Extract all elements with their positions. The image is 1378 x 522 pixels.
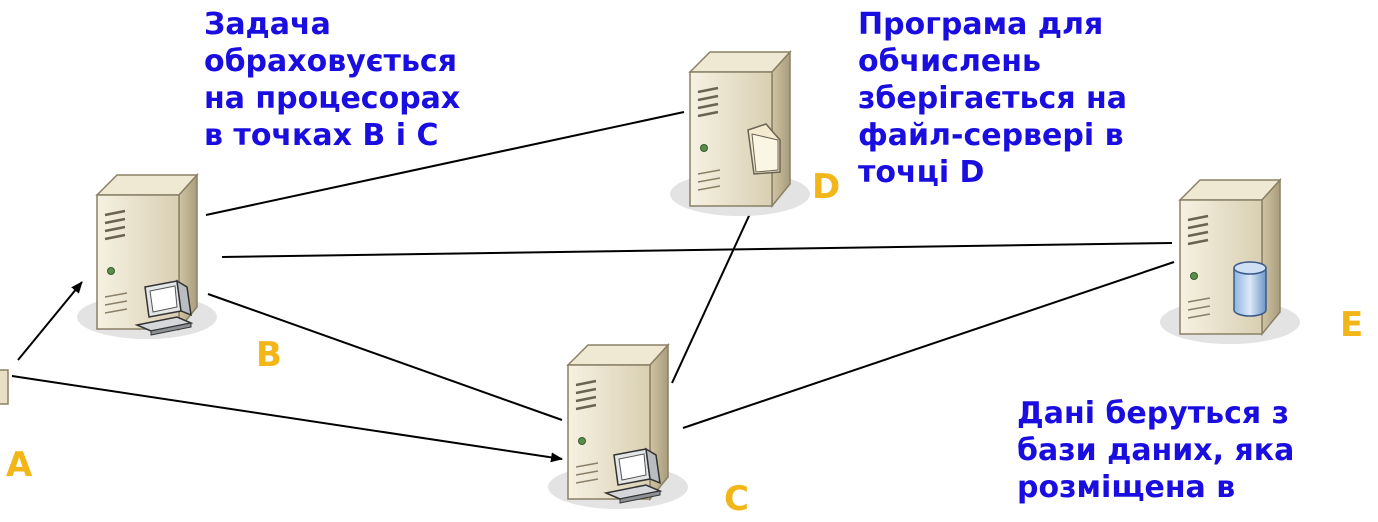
node-label-e: E: [1340, 305, 1364, 345]
node-label-d: D: [812, 167, 841, 207]
server-c: [546, 343, 690, 511]
link-b-d: [205, 111, 685, 216]
file-server-d: [668, 50, 812, 218]
workstation-a: [0, 369, 9, 405]
database-server-e: [1158, 178, 1302, 346]
caption-program: Програма для обчислень зберігається на ф…: [858, 7, 1128, 190]
caption-data: Дані беруться з бази даних, яка розміщен…: [1017, 396, 1295, 505]
link-c-e: [682, 261, 1175, 429]
link-b-c: [207, 293, 563, 421]
database-icon: [1233, 261, 1267, 317]
node-label-a: A: [6, 445, 33, 485]
link-a-b: [17, 281, 83, 361]
link-b-e: [221, 242, 1173, 258]
caption-task: Задача обраховується на процесорах в точ…: [204, 7, 461, 153]
server-b: [75, 173, 219, 341]
node-label-b: B: [256, 335, 282, 375]
link-a-c: [11, 375, 563, 463]
folder-icon: [747, 123, 781, 175]
node-label-c: C: [724, 479, 749, 519]
network-links: [11, 111, 1175, 463]
